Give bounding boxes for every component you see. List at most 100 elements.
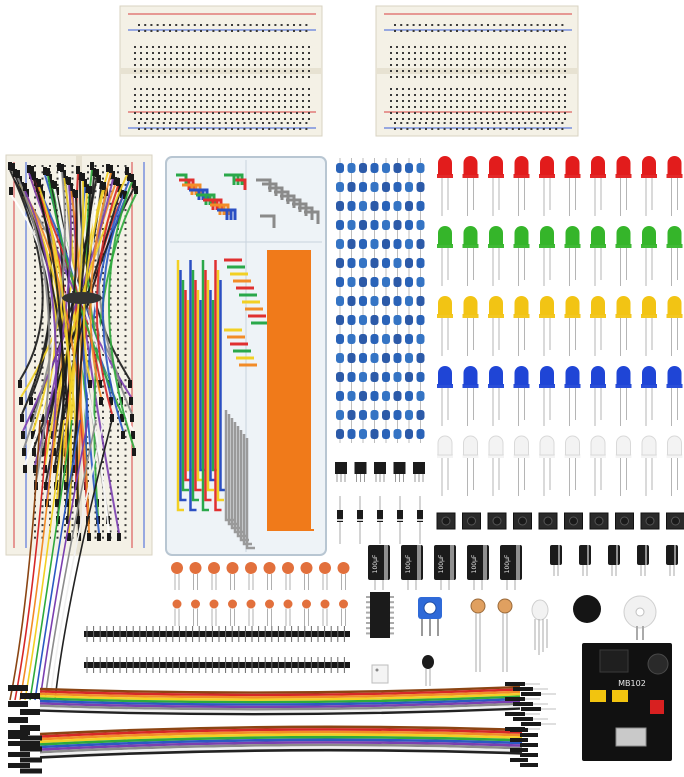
breadboard-hole xyxy=(408,70,410,72)
breadboard-hole xyxy=(109,498,112,501)
rail-hole xyxy=(193,122,196,124)
breadboard-hole xyxy=(390,64,392,66)
breadboard-hole xyxy=(492,70,494,72)
breadboard-hole xyxy=(558,64,560,66)
breadboard-hole xyxy=(272,64,274,66)
breadboard-hole xyxy=(87,442,89,445)
breadboard-hole xyxy=(176,52,178,54)
breadboard-hole xyxy=(194,88,196,90)
rail-hole xyxy=(255,122,258,124)
breadboard-hole xyxy=(64,278,66,281)
breadboard-hole xyxy=(212,64,214,66)
led-rim xyxy=(488,314,504,318)
breadboard-hole xyxy=(242,58,244,60)
ribbon-wire xyxy=(39,728,523,738)
rail-hole xyxy=(255,30,258,32)
breadboard-hole xyxy=(117,448,119,451)
rail-hole xyxy=(280,122,283,124)
wire-connector xyxy=(130,174,134,182)
resistor xyxy=(359,239,367,249)
rail-hole xyxy=(431,122,434,124)
resistor xyxy=(382,353,390,363)
breadboard-hole xyxy=(117,354,119,356)
wire-connector xyxy=(97,533,101,541)
breadboard-hole xyxy=(254,70,256,72)
breadboard-hole xyxy=(396,94,398,96)
breadboard-hole xyxy=(492,88,494,90)
breadboard-hole xyxy=(109,297,112,300)
breadboard-hole xyxy=(230,76,232,78)
wire-connector xyxy=(98,380,102,388)
led-red xyxy=(616,156,631,175)
led-yellow xyxy=(463,296,478,315)
breadboard-hole xyxy=(109,291,112,293)
rail-hole xyxy=(561,24,564,26)
breadboard-hole xyxy=(456,100,458,102)
breadboard-hole xyxy=(94,259,97,262)
rail-hole xyxy=(418,30,421,32)
resistor xyxy=(405,410,413,420)
rail-hole xyxy=(530,128,533,130)
breadboard-hole xyxy=(34,309,36,312)
breadboard-hole xyxy=(109,505,112,508)
breadboard-hole xyxy=(390,112,392,114)
breadboard-hole xyxy=(462,94,464,96)
breadboard-hole xyxy=(486,46,488,48)
rail-hole xyxy=(561,30,564,32)
breadboard-hole xyxy=(260,52,262,54)
jumper-wire-box xyxy=(165,156,327,556)
rail-hole xyxy=(144,122,147,124)
breadboard-hole xyxy=(248,94,250,96)
breadboard-hole xyxy=(158,70,160,72)
wire-connector xyxy=(120,414,124,422)
breadboard-hole xyxy=(218,58,220,60)
rail-hole xyxy=(156,122,159,124)
breadboard-hole xyxy=(414,64,416,66)
breadboard-hole xyxy=(302,100,304,102)
breadboard-hole xyxy=(176,76,178,78)
rail-hole xyxy=(138,30,140,32)
led-yellow xyxy=(565,296,580,315)
breadboard-hole xyxy=(102,536,104,539)
breadboard-hole xyxy=(308,52,310,54)
rail-hole xyxy=(181,24,184,26)
breadboard-hole xyxy=(194,52,196,54)
breadboard-hole xyxy=(474,76,476,78)
breadboard-hole xyxy=(34,480,36,482)
breadboard-hole xyxy=(87,322,89,325)
breadboard-hole xyxy=(558,106,560,108)
resistor-array xyxy=(336,158,425,443)
breadboard-hole xyxy=(444,112,446,114)
breadboard-hole xyxy=(278,106,280,108)
breadboard-hole xyxy=(390,94,392,96)
breadboard-hole xyxy=(408,64,410,66)
breadboard-hole xyxy=(102,354,104,356)
breadboard-hole xyxy=(140,118,142,120)
ceramic-capacitor xyxy=(300,562,313,574)
rail-hole xyxy=(150,30,153,32)
breadboard-hole xyxy=(492,118,494,120)
breadboard-hole xyxy=(146,88,148,90)
breadboard-hole xyxy=(432,106,434,108)
rail-hole xyxy=(169,30,171,32)
breadboard-hole xyxy=(534,112,536,114)
ribbon-wire xyxy=(39,688,521,697)
breadboard-hole xyxy=(498,118,500,120)
breadboard-hole xyxy=(444,46,446,48)
rail-hole xyxy=(206,30,209,32)
rail-hole xyxy=(231,128,233,130)
rail-hole xyxy=(443,128,446,130)
breadboard-hole xyxy=(450,94,452,96)
breadboard-hole xyxy=(212,88,214,90)
breadboard-hole xyxy=(254,76,256,78)
breadboard-hole xyxy=(56,328,59,331)
wire-connector xyxy=(9,187,13,195)
button-cap xyxy=(543,516,553,526)
breadboard-hole xyxy=(34,417,36,419)
breadboard-hole xyxy=(396,58,398,60)
wire-connector xyxy=(77,533,81,541)
breadboard-hole xyxy=(87,183,89,186)
breadboard-hole xyxy=(266,106,268,108)
diode-band xyxy=(397,519,403,521)
breadboard-hole xyxy=(564,58,566,60)
